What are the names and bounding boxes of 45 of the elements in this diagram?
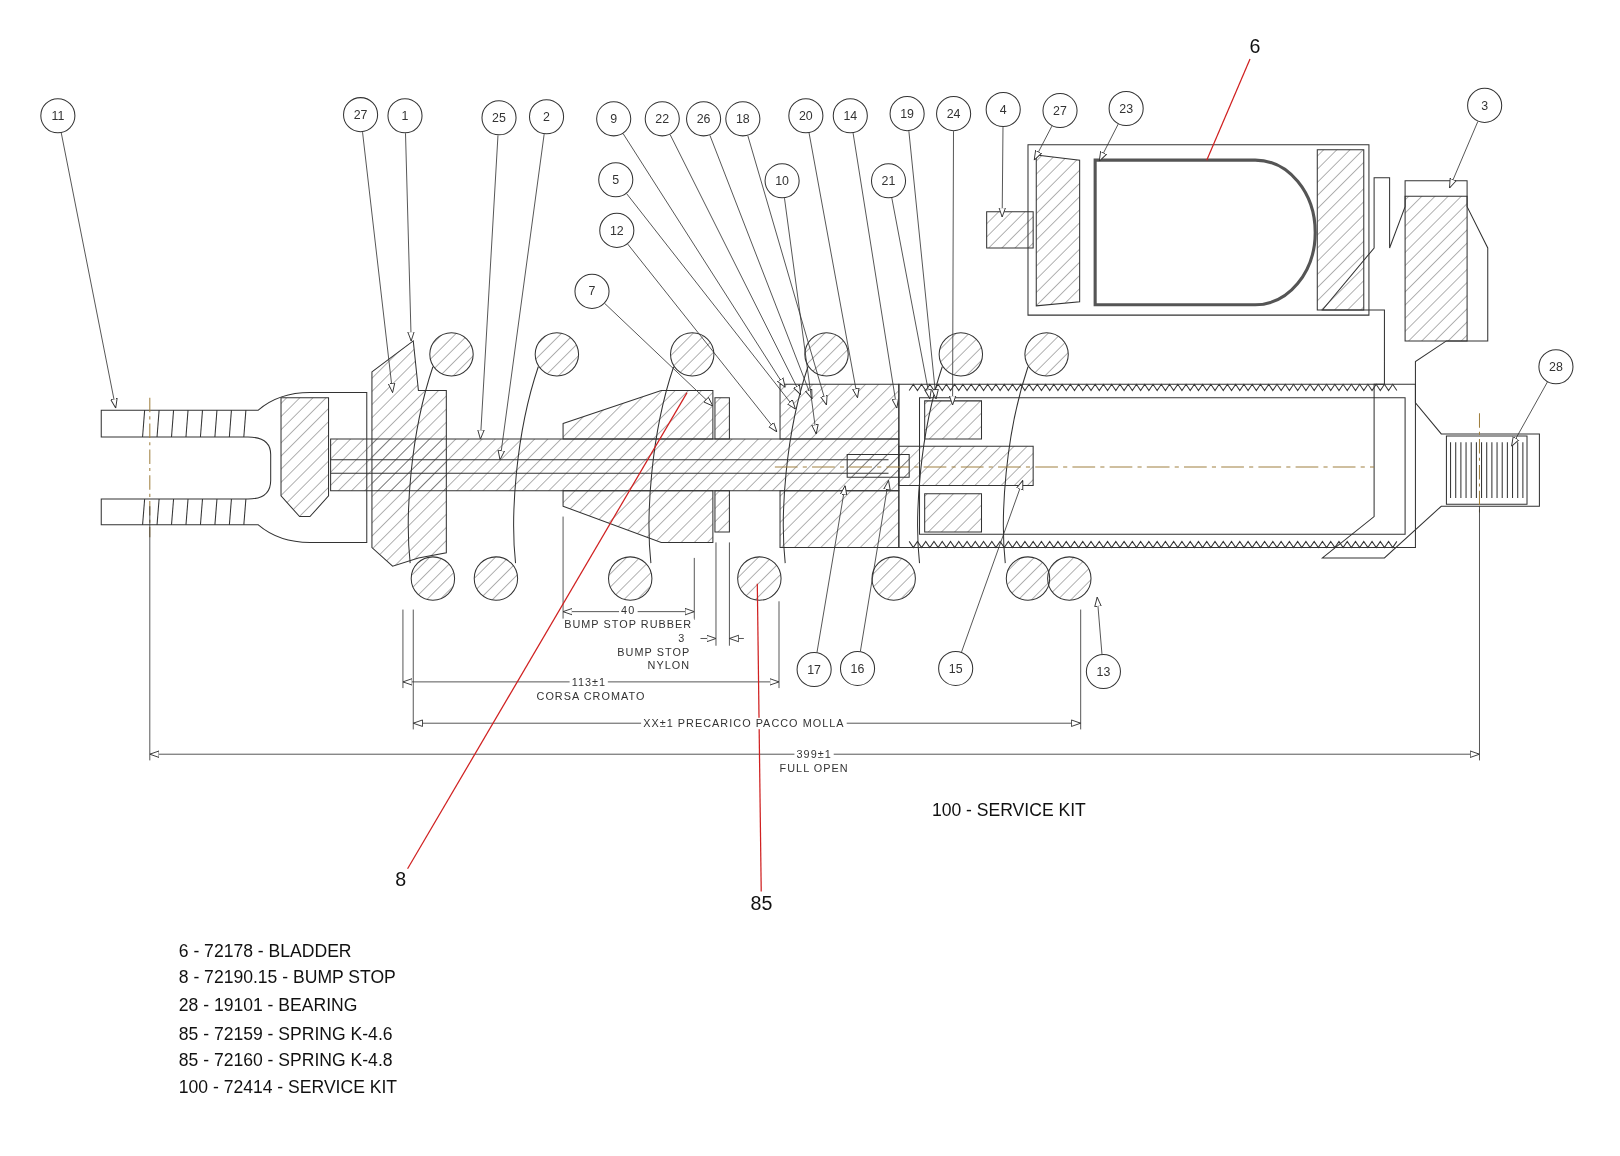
part-number: 85 [750,892,773,916]
dimension-value: 40 [619,605,638,616]
parts-list-entry: 100 - 72414 - SERVICE KIT [178,1078,398,1097]
callout-number: 14 [832,98,868,134]
note: 100 - SERVICE KIT [931,801,1086,820]
dimension-value: 113±1 [569,676,609,688]
callout-number: 17 [796,651,832,688]
leader-line [1206,58,1251,161]
callout-number: 13 [1085,654,1121,690]
callout-number: 1 [387,98,423,134]
callout-number: 4 [985,91,1021,128]
callout-number: 23 [1108,90,1144,127]
dimension-label: XX±1 PRECARICO PACCO MOLLA [641,717,847,729]
callout-number: 9 [596,101,632,137]
dimension-label: BUMP STOP RUBBER [562,618,695,630]
callout-number: 20 [788,98,824,134]
callout-number: 16 [839,650,876,686]
callout-number: 12 [599,212,635,248]
leader-line [756,583,762,893]
callout-number: 2 [529,99,565,135]
parts-list-entry: 8 - 72190.15 - BUMP STOP [178,968,396,986]
callout-number: 10 [764,163,800,199]
part-number: 6 [1249,35,1261,58]
callout-number: 27 [343,97,379,133]
callout-number: 3 [1467,87,1503,123]
callout-number: 24 [936,96,972,132]
callout-number: 21 [870,163,907,199]
callout-number: 11 [40,98,76,134]
callout-number: 27 [1042,93,1078,129]
callout-number: 28 [1538,349,1574,385]
parts-list-entry: 28 - 19101 - BEARING [178,997,358,1015]
callout-number: 26 [686,101,722,137]
parts-list-entry: 85 - 72160 - SPRING K-4.8 [178,1051,393,1070]
callout-number: 7 [574,273,610,309]
callout-number: 18 [725,101,761,137]
parts-list-entry: 85 - 72159 - SPRING K-4.6 [178,1025,393,1044]
callout-number: 22 [644,101,680,137]
dimension-value: 399±1 [794,748,834,760]
parts-list-entry: 6 - 72178 - BLADDER [178,942,352,960]
part-number: 8 [395,868,407,892]
callout-number: 15 [938,650,974,686]
leader-line [406,392,688,870]
callout-number: 19 [889,96,925,132]
callout-number: 25 [481,100,517,136]
callout-number: 5 [598,162,634,198]
